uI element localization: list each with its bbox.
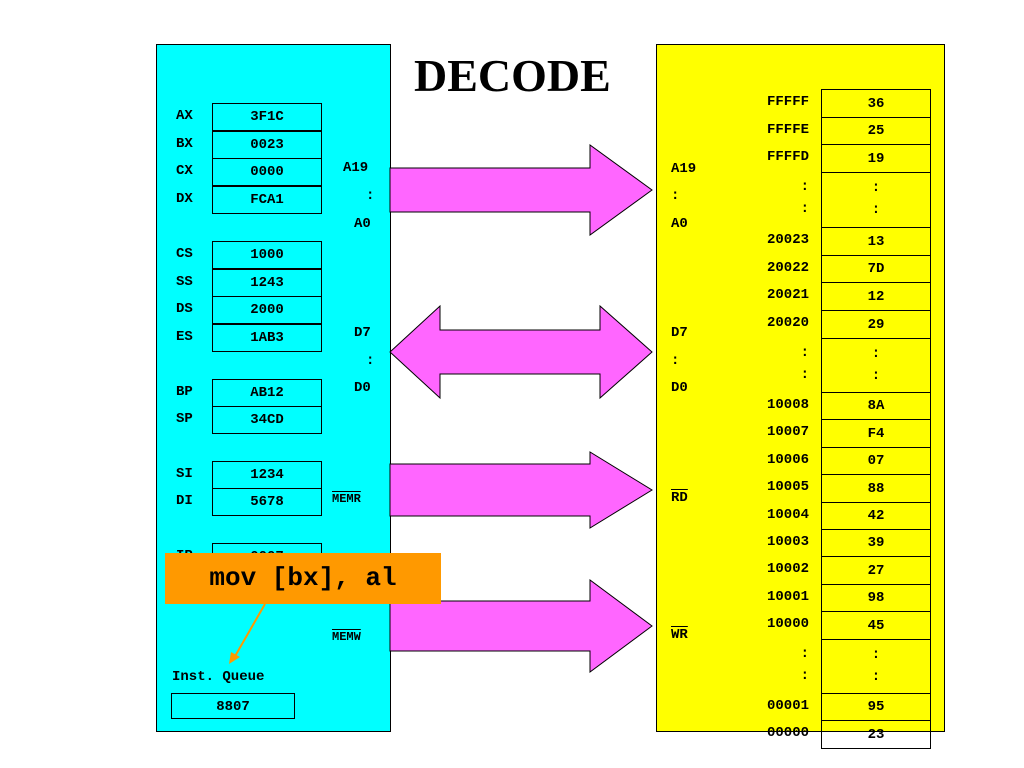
memory-value-0: 36 — [821, 89, 931, 118]
memory-address-5: 20022 — [766, 260, 809, 276]
memory-value-8: : : — [821, 338, 931, 393]
memory-address-1: FFFFE — [766, 122, 809, 138]
mem-address-bottom: A0 — [671, 216, 688, 232]
cpu-address-mid: : — [366, 188, 375, 204]
memory-address-14: 10003 — [766, 534, 809, 550]
register-name-10: SI — [176, 466, 193, 482]
memory-value-9: 8A — [821, 392, 931, 420]
register-value-0: 3F1C — [212, 103, 322, 131]
register-name-11: DI — [176, 493, 193, 509]
memory-value-7: 29 — [821, 310, 931, 339]
memory-address-7: 20020 — [766, 315, 809, 331]
register-value-7: 1AB3 — [212, 324, 322, 352]
memory-value-18: : : — [821, 639, 931, 694]
data-bus-arrow — [389, 304, 653, 400]
register-name-8: BP — [176, 384, 193, 400]
memory-value-11: 07 — [821, 447, 931, 475]
address-bus-arrow — [389, 144, 653, 236]
mem-address-top: A19 — [671, 161, 697, 177]
memory-value-2: 19 — [821, 144, 931, 173]
mem-address-mid: : — [671, 188, 680, 204]
page-title: DECODE — [414, 50, 611, 101]
memory-address-16: 10001 — [766, 589, 809, 605]
memory-address-9: 10008 — [766, 397, 809, 413]
memory-address-17: 10000 — [766, 616, 809, 632]
memory-address-18: : : — [800, 646, 809, 684]
mem-data-top: D7 — [671, 325, 688, 341]
memory-value-13: 42 — [821, 502, 931, 530]
cpu-data-top: D7 — [354, 325, 371, 341]
memory-value-5: 7D — [821, 255, 931, 283]
memory-address-2: FFFFD — [766, 149, 809, 165]
memory-value-10: F4 — [821, 419, 931, 448]
register-name-1: BX — [176, 136, 193, 152]
memory-address-13: 10004 — [766, 507, 809, 523]
memory-value-1: 25 — [821, 117, 931, 145]
memory-address-6: 20021 — [766, 287, 809, 303]
memory-value-4: 13 — [821, 227, 931, 256]
memory-value-3: : : — [821, 172, 931, 228]
inst-queue-label: Inst. Queue — [172, 669, 265, 685]
memory-address-12: 10005 — [766, 479, 809, 495]
register-name-0: AX — [176, 108, 193, 124]
memory-value-17: 45 — [821, 611, 931, 640]
memory-address-4: 20023 — [766, 232, 809, 248]
rd-signal: RD — [671, 490, 688, 506]
cpu-address-bottom: A0 — [354, 216, 371, 232]
mem-data-mid: : — [671, 353, 680, 369]
register-name-4: CS — [176, 246, 193, 262]
memory-address-8: : : — [800, 345, 809, 383]
memory-value-15: 27 — [821, 556, 931, 585]
register-value-6: 2000 — [212, 296, 322, 324]
cpu-address-top: A19 — [343, 160, 369, 176]
register-value-4: 1000 — [212, 241, 322, 269]
memory-address-11: 10006 — [766, 452, 809, 468]
register-value-2: 0000 — [212, 158, 322, 186]
cpu-data-bottom: D0 — [354, 380, 371, 396]
memw-signal: MEMW — [332, 630, 361, 644]
register-value-5: 1243 — [212, 269, 322, 297]
wr-signal: WR — [671, 627, 688, 643]
register-value-10: 1234 — [212, 461, 322, 489]
memory-value-12: 88 — [821, 474, 931, 503]
memory-value-16: 98 — [821, 584, 931, 612]
register-name-2: CX — [176, 163, 193, 179]
memory-address-19: 00001 — [766, 698, 809, 714]
memory-address-0: FFFFF — [766, 94, 809, 110]
inst-queue-value: 8807 — [171, 693, 295, 719]
register-name-7: ES — [176, 329, 193, 345]
memr-arrow — [389, 451, 653, 529]
memory-value-19: 95 — [821, 693, 931, 721]
memory-value-20: 23 — [821, 720, 931, 749]
memory-value-6: 12 — [821, 282, 931, 311]
register-name-3: DX — [176, 191, 193, 207]
memory-address-3: : : — [800, 179, 809, 217]
memory-address-20: 00000 — [766, 725, 809, 741]
register-value-3: FCA1 — [212, 186, 322, 214]
cpu-data-mid: : — [366, 353, 375, 369]
memory-value-14: 39 — [821, 529, 931, 557]
register-name-5: SS — [176, 274, 193, 290]
register-name-9: SP — [176, 411, 193, 427]
mem-data-bottom: D0 — [671, 380, 688, 396]
register-value-8: AB12 — [212, 379, 322, 407]
instruction-box: mov [bx], al — [165, 553, 441, 604]
memory-address-10: 10007 — [766, 424, 809, 440]
memr-signal: MEMR — [332, 492, 361, 506]
register-value-9: 34CD — [212, 406, 322, 434]
register-name-6: DS — [176, 301, 193, 317]
register-value-1: 0023 — [212, 131, 322, 159]
memory-address-15: 10002 — [766, 561, 809, 577]
register-value-11: 5678 — [212, 488, 322, 516]
